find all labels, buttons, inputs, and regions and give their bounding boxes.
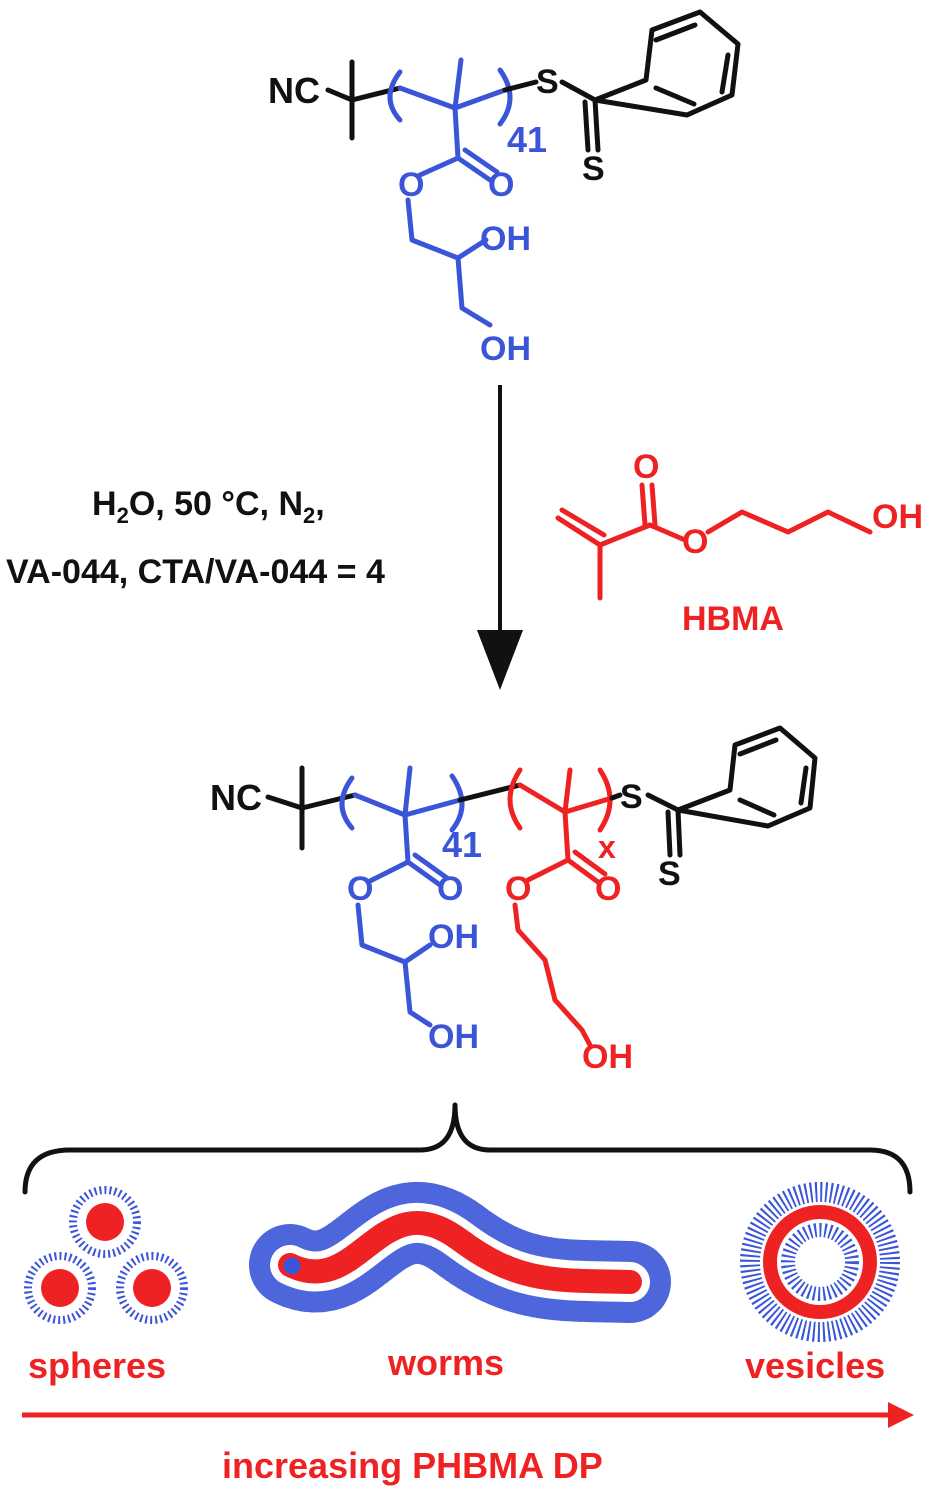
reactant-hydroxyl-1: OH	[480, 220, 531, 258]
product-phenyl-ring	[675, 725, 818, 829]
label-spheres: spheres	[28, 1345, 166, 1386]
product-blue-hydroxyl-1: OH	[428, 918, 479, 956]
label-worms: worms	[387, 1342, 504, 1383]
reactant-sulfur-double: S	[582, 150, 605, 188]
conditions-line-2: VA-044, CTA/VA-044 = 4	[6, 553, 385, 591]
product-red-ester-oxygen: O	[505, 870, 531, 908]
reactant-ester-oxygen: O	[398, 166, 424, 204]
reactant-phenyl-ring	[592, 9, 741, 118]
product-sulfur-chain: S	[620, 778, 643, 816]
dp-arrow	[22, 1402, 914, 1428]
monomer-hydroxyl: OH	[872, 498, 923, 536]
reactant-carbonyl-oxygen: O	[488, 166, 514, 204]
reaction-arrow	[477, 385, 523, 690]
product-end-group: NC	[210, 777, 262, 818]
label-vesicles: vesicles	[745, 1345, 885, 1386]
conditions-line-1: H2O, 50 °C, N2,	[92, 485, 325, 528]
product-blue-carbonyl-oxygen: O	[437, 870, 463, 908]
hbma-monomer: O O OH HBMA	[555, 448, 923, 638]
spheres-morphology	[24, 1186, 188, 1324]
product-structure: NC 41 x S S O O OH OH O O OH	[210, 725, 818, 1076]
monomer-carbonyl-oxygen: O	[633, 448, 659, 486]
reactant-sulfur-chain: S	[536, 63, 559, 101]
product-blue-hydroxyl-2: OH	[428, 1018, 479, 1056]
curly-brace	[22, 1102, 913, 1195]
product-red-hydroxyl: OH	[582, 1038, 633, 1076]
monomer-ester-oxygen: O	[682, 523, 708, 561]
product-red-carbonyl-oxygen: O	[595, 870, 621, 908]
reactant-structure: NC 41 S S O O OH OH	[268, 9, 741, 368]
monomer-name: HBMA	[682, 600, 784, 638]
reactant-dp-label: 41	[507, 119, 547, 160]
worm-morphology	[249, 1182, 671, 1323]
product-phbma-dp: x	[598, 829, 616, 865]
reactant-hydroxyl-2: OH	[480, 330, 531, 368]
dp-axis-label: increasing PHBMA DP	[222, 1445, 603, 1486]
product-sulfur-double: S	[658, 855, 681, 893]
product-blue-ester-oxygen: O	[347, 870, 373, 908]
vesicle-morphology	[740, 1182, 900, 1342]
reactant-end-group: NC	[268, 70, 320, 111]
product-pgma-dp: 41	[442, 824, 482, 865]
